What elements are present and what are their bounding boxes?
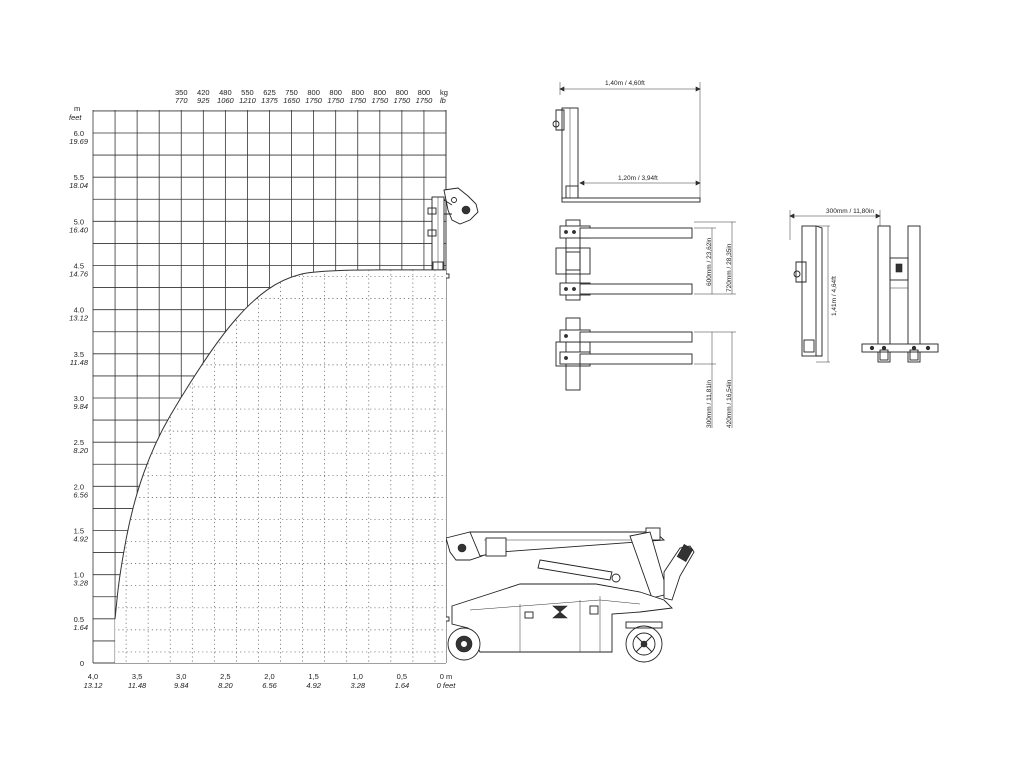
y-tick-label: 3.0 xyxy=(74,394,84,403)
x-axis-labels: 4,013.12 3,511.48 3,09.84 2,58.20 2,06.56 1,5… xyxy=(84,672,457,690)
capacity-lb-label: 1060 xyxy=(217,96,235,105)
fork-spacing-outer-dim: 720mm / 28,35in xyxy=(726,243,733,292)
x-tick-label-feet: 0 feet xyxy=(437,681,457,690)
capacity-lb-label: 1650 xyxy=(283,96,301,105)
y-tick-label: 2.0 xyxy=(74,482,84,491)
x-tick-label: 0,5 xyxy=(397,672,407,681)
capacity-lb-label: 1210 xyxy=(239,96,257,105)
fork-total-length-dim: 1,40m / 4,60ft xyxy=(605,80,645,87)
x-tick-label: 3,5 xyxy=(132,672,142,681)
capacity-kg-label: 800 xyxy=(307,88,320,97)
fork-top-view-narrow: 300mm / 11,81in 420mm / 16,54in xyxy=(555,317,736,428)
x-tick-label-feet: 1.64 xyxy=(395,681,410,690)
machine-body-icon xyxy=(447,527,695,663)
envelope-fill xyxy=(115,269,446,663)
fork-spacing-min-dim: 300mm / 11,81in xyxy=(706,380,713,428)
capacity-kg-label: 625 xyxy=(263,88,276,97)
hook-height-dim: 1,41m / 4,64ft xyxy=(831,276,838,316)
capacity-lb-label: 1750 xyxy=(349,96,367,105)
x-tick-label-feet: 11.48 xyxy=(128,681,147,690)
capacity-kg-label: 420 xyxy=(197,88,210,97)
capacity-lb-label: 1750 xyxy=(371,96,389,105)
capacity-kg-label: 800 xyxy=(374,88,387,97)
y-tick-label: 6.0 xyxy=(74,129,84,138)
x-tick-label: 3,0 xyxy=(176,672,186,681)
y-tick-label-feet: 19.69 xyxy=(69,137,89,146)
capacity-kg-label: 750 xyxy=(285,88,298,97)
load-envelope xyxy=(114,269,446,663)
capacity-lb-label: 1375 xyxy=(261,96,279,105)
capacity-kg-label: 800 xyxy=(351,88,364,97)
y-tick-label-feet: 4.92 xyxy=(73,535,88,544)
x-tick-label: 0 m xyxy=(440,672,453,681)
capacity-lb-label: 1750 xyxy=(394,96,412,105)
y-tick-label-feet: 9.84 xyxy=(73,402,88,411)
y-tick-label-feet: 8.20 xyxy=(73,446,88,455)
envelope-curve xyxy=(114,269,446,619)
y-tick-label-feet: 18.04 xyxy=(69,181,88,190)
y-tick-label-feet: 13.12 xyxy=(69,314,89,323)
y-tick-label-feet: 1.64 xyxy=(73,623,88,632)
y-tick-label-feet: 3.28 xyxy=(73,579,88,588)
y-tick-label-feet: 14.76 xyxy=(69,270,89,279)
capacity-lb-label: 1750 xyxy=(327,96,345,105)
x-tick-label-feet: 6.56 xyxy=(262,681,277,690)
capacity-kg-label: 480 xyxy=(219,88,232,97)
hook-attachment-side-view: 300mm / 11,80in 1,41m / 4,64ft xyxy=(789,208,881,363)
x-tick-label-feet: 13.12 xyxy=(84,681,104,690)
x-tick-label-feet: 8.20 xyxy=(218,681,233,690)
y-tick-label: 2.5 xyxy=(74,438,84,447)
y-unit-label: m xyxy=(74,104,80,113)
y-axis-labels: 6.019.69 5.518.04 5.016.40 4.514.76 4.013.12… xyxy=(69,129,89,668)
y-tick-label: 1.0 xyxy=(74,571,84,580)
x-tick-label: 2,0 xyxy=(264,672,274,681)
hook-attachment-front-view xyxy=(861,225,939,363)
y-unit-alt-label: feet xyxy=(69,113,82,122)
capacity-kg-label: 800 xyxy=(329,88,342,97)
capacity-kg-label: 550 xyxy=(241,88,254,97)
x-tick-label: 2,5 xyxy=(220,672,230,681)
y-tick-label: 4.5 xyxy=(74,262,84,271)
top-unit-alt-label: lb xyxy=(440,96,446,105)
y-tick-label-feet: 16.40 xyxy=(69,225,89,234)
capacity-kg-label: 350 xyxy=(175,88,188,97)
y-tick-label: 5.0 xyxy=(74,217,84,226)
y-tick-label: 4.0 xyxy=(74,306,84,315)
y-tick-label-feet: 11.48 xyxy=(70,358,89,367)
y-tick-label: 5.5 xyxy=(74,173,84,182)
x-tick-label-feet: 3.28 xyxy=(350,681,365,690)
capacity-kg-label: 800 xyxy=(396,88,409,97)
x-tick-label-feet: 9.84 xyxy=(174,681,189,690)
top-unit-label: kg xyxy=(440,88,448,97)
y-tick-label: 1.5 xyxy=(74,527,84,536)
capacity-lb-label: 1750 xyxy=(416,96,434,105)
x-tick-label-feet: 4.92 xyxy=(306,681,321,690)
x-tick-label: 4,0 xyxy=(88,672,98,681)
capacity-lb-label: 925 xyxy=(197,96,210,105)
x-tick-label: 1,0 xyxy=(353,672,363,681)
x-tick-label: 1,5 xyxy=(308,672,318,681)
fork-side-view: 1,40m / 4,60ft 1,20m / 3,94ft xyxy=(552,80,701,203)
capacity-lb-label: 770 xyxy=(175,96,188,105)
fork-spacing-inner-dim: 600mm / 23,62in xyxy=(706,237,713,286)
fork-blade-length-dim: 1,20m / 3,94ft xyxy=(618,175,658,182)
fork-spacing-max-dim: 420mm / 16,54in xyxy=(726,379,733,428)
y-tick-label-feet: 6.56 xyxy=(73,490,88,499)
y-tick-label: 3.5 xyxy=(74,350,84,359)
fork-top-view-wide: 600mm / 23,62in 720mm / 28,35in xyxy=(555,219,736,301)
hook-width-dim: 300mm / 11,80in xyxy=(826,208,874,215)
y-tick-label: 0 xyxy=(80,659,84,668)
capacity-kg-label: 800 xyxy=(418,88,431,97)
capacity-lb-label: 1750 xyxy=(305,96,323,105)
y-tick-label: 0.5 xyxy=(74,615,84,624)
